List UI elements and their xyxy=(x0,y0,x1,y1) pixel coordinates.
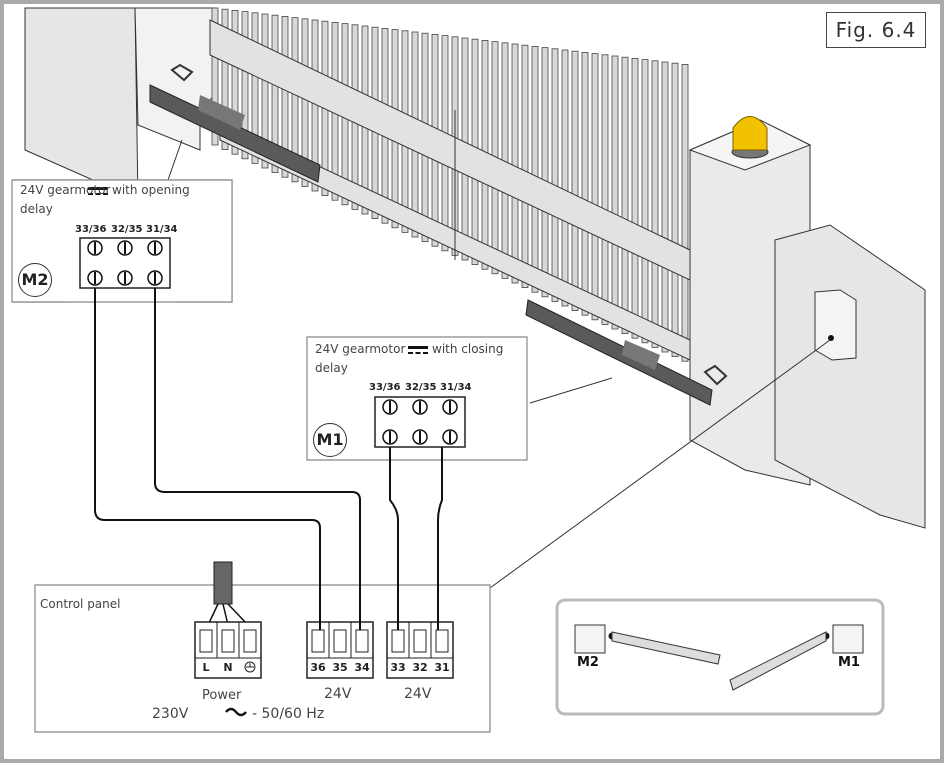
m1-terminal-block xyxy=(374,396,466,448)
dc-symbol-m1 xyxy=(408,346,428,354)
panel-terminal-35: 35 xyxy=(332,661,348,674)
dc-symbol-m2 xyxy=(88,187,108,195)
panel-terminal-34: 34 xyxy=(354,661,370,674)
gate-bar xyxy=(261,13,269,169)
panel-terminal-31: 31 xyxy=(434,661,450,674)
power-terminal-l: L xyxy=(202,661,210,674)
control-panel-title: Control panel xyxy=(40,597,121,611)
gate-bar xyxy=(271,14,279,173)
m2-caption-suffix: with opening xyxy=(112,183,190,197)
gate-bar xyxy=(221,8,229,150)
panel-terminal-36: 36 xyxy=(310,661,326,674)
m2-badge: M2 xyxy=(18,263,52,297)
gate-bar xyxy=(561,49,569,307)
panel-block-m2-caption: 24V xyxy=(324,686,352,702)
control-panel-box xyxy=(34,584,491,733)
m1-terminal-label-3: 31/34 xyxy=(440,382,472,393)
inset-label-m2: M2 xyxy=(577,655,599,670)
gate-bar xyxy=(301,18,309,187)
m1-terminal-label-1: 33/36 xyxy=(369,382,401,393)
gate-bar xyxy=(241,11,249,160)
m2-terminal-label-2: 32/35 xyxy=(111,224,143,235)
gate-bar xyxy=(591,53,599,321)
panel-terminal-32: 32 xyxy=(412,661,428,674)
power-label: Power xyxy=(202,688,242,703)
gate-bar xyxy=(281,15,289,178)
gate-bar xyxy=(551,48,559,302)
m2-terminal-label-3: 31/34 xyxy=(146,224,178,235)
right-pillar xyxy=(688,119,926,529)
gate-bar xyxy=(541,47,549,298)
gate-bar xyxy=(581,52,589,316)
warning-lamp xyxy=(731,116,769,159)
m1-caption-line2: delay xyxy=(315,361,348,375)
gate-bar xyxy=(531,46,539,293)
m2-terminal-label-1: 33/36 xyxy=(75,224,107,235)
gearmotor-m2 xyxy=(149,63,321,183)
power-spec-voltage: 230V xyxy=(152,706,189,722)
m2-caption-line2: delay xyxy=(20,202,53,216)
gate-bar xyxy=(621,56,629,334)
gate-bar xyxy=(611,55,619,330)
figure-label: Fig. 6.4 xyxy=(826,12,926,48)
gate-bar xyxy=(291,17,299,183)
m1-caption-suffix: with closing xyxy=(432,342,504,356)
inset-label-m1: M1 xyxy=(838,655,860,670)
gate-bar xyxy=(631,58,639,339)
gate xyxy=(209,7,691,362)
m2-caption-line1: 24V gearmotor xyxy=(20,183,111,197)
m1-terminal-label-2: 32/35 xyxy=(405,382,437,393)
wiring xyxy=(94,288,443,630)
gate-bar xyxy=(651,60,659,348)
gate-bar xyxy=(671,62,679,357)
power-terminal-block xyxy=(194,621,262,679)
gearmotor-m1 xyxy=(525,299,728,406)
gate-bar xyxy=(251,12,259,164)
gate-bar xyxy=(521,44,529,288)
panel-block-m1-caption: 24V xyxy=(404,686,432,702)
panel-terminal-33: 33 xyxy=(390,661,406,674)
inset-diagram xyxy=(574,624,864,691)
m2-panel-terminal-block xyxy=(306,621,374,679)
ac-symbol xyxy=(225,707,247,717)
gate-bar xyxy=(661,61,669,353)
key-selector xyxy=(814,289,857,361)
m1-panel-terminal-block xyxy=(386,621,454,679)
m1-caption-line1: 24V gearmotor xyxy=(315,342,406,356)
power-spec-frequency: - 50/60 Hz xyxy=(252,706,325,722)
gate-bar xyxy=(571,50,579,311)
gate-bar xyxy=(231,9,239,155)
gate-bar xyxy=(681,64,689,362)
power-cable xyxy=(213,561,233,605)
power-terminal-n: N xyxy=(223,661,233,674)
gate-bar xyxy=(601,54,609,325)
gate-bar xyxy=(511,43,519,284)
gate-bar xyxy=(641,59,649,344)
m2-terminal-block xyxy=(79,237,171,289)
gate-bar xyxy=(211,7,219,146)
m1-badge: M1 xyxy=(313,423,347,457)
